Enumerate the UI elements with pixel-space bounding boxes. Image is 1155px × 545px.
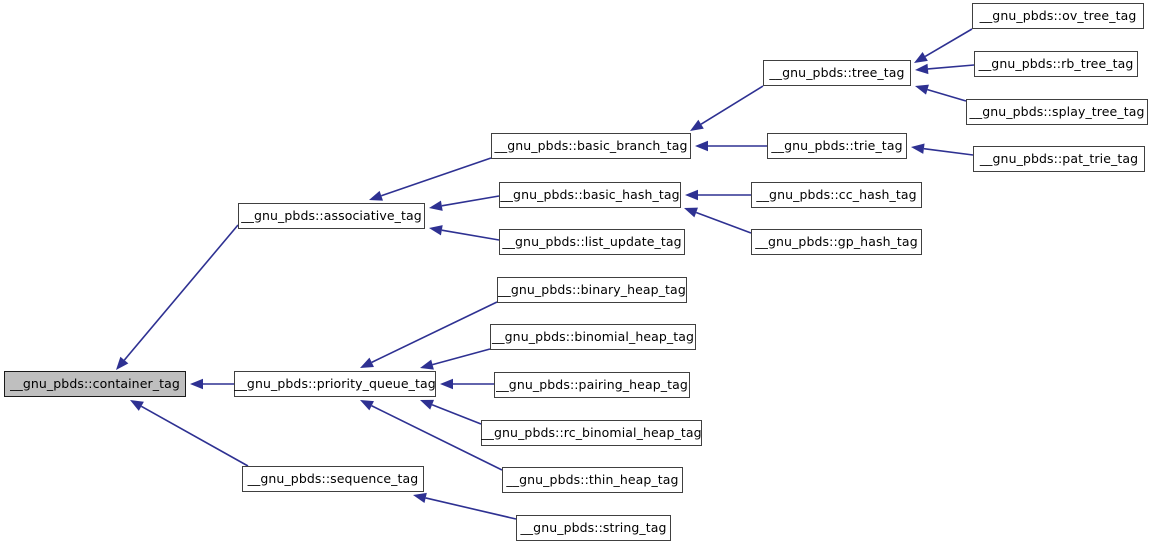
edge-arrowhead-icon <box>685 189 698 201</box>
class-node-label: __gnu_pbds::basic_branch_tag <box>494 137 688 153</box>
edge-arrowhead-icon <box>360 357 374 368</box>
edge-arrowhead-icon <box>130 400 144 411</box>
inheritance-edge <box>684 207 752 234</box>
inheritance-edge <box>420 399 482 425</box>
edge-line <box>441 195 500 207</box>
class-node-binary_heap_tag[interactable]: __gnu_pbds::binary_heap_tag <box>497 277 687 303</box>
class-node-ov_tree_tag[interactable]: __gnu_pbds::ov_tree_tag <box>972 3 1144 29</box>
class-node-thin_heap_tag[interactable]: __gnu_pbds::thin_heap_tag <box>502 467 683 493</box>
class-node-label: __gnu_pbds::rb_tree_tag <box>978 55 1134 71</box>
edge-arrowhead-icon <box>911 143 925 154</box>
class-node-label: __gnu_pbds::rc_binomial_heap_tag <box>481 424 702 440</box>
edge-line <box>425 497 517 520</box>
class-node-label: __gnu_pbds::binomial_heap_tag <box>491 328 695 344</box>
inheritance-edge <box>911 143 974 156</box>
class-node-list_update_tag[interactable]: __gnu_pbds::list_update_tag <box>499 229 685 255</box>
class-node-pairing_heap_tag[interactable]: __gnu_pbds::pairing_heap_tag <box>494 372 690 398</box>
edge-arrowhead-icon <box>914 51 928 63</box>
class-node-label: __gnu_pbds::pairing_heap_tag <box>496 376 688 392</box>
inheritance-edge <box>914 28 973 63</box>
class-node-label: __gnu_pbds::list_update_tag <box>502 233 682 249</box>
inheritance-edge <box>130 400 249 467</box>
class-node-gp_hash_tag[interactable]: __gnu_pbds::gp_hash_tag <box>751 229 922 255</box>
inheritance-edge <box>369 157 492 201</box>
class-node-priority_queue_tag[interactable]: __gnu_pbds::priority_queue_tag <box>234 371 436 397</box>
class-node-trie_tag[interactable]: __gnu_pbds::trie_tag <box>767 133 907 159</box>
edge-arrowhead-icon <box>695 140 708 152</box>
class-node-pat_trie_tag[interactable]: __gnu_pbds::pat_trie_tag <box>973 146 1145 172</box>
edge-arrowhead-icon <box>429 200 443 211</box>
edge-line <box>371 301 498 364</box>
class-node-associative_tag[interactable]: __gnu_pbds::associative_tag <box>238 203 425 229</box>
class-node-label: __gnu_pbds::associative_tag <box>241 207 422 223</box>
edge-arrowhead-icon <box>413 492 427 504</box>
class-node-rb_tree_tag[interactable]: __gnu_pbds::rb_tree_tag <box>974 51 1138 77</box>
class-node-label: __gnu_pbds::basic_hash_tag <box>500 186 680 202</box>
class-node-label: __gnu_pbds::gp_hash_tag <box>755 233 918 249</box>
edge-arrowhead-icon <box>915 63 929 75</box>
class-node-label: __gnu_pbds::trie_tag <box>771 137 903 153</box>
edge-arrowhead-icon <box>420 399 435 410</box>
class-node-binomial_heap_tag[interactable]: __gnu_pbds::binomial_heap_tag <box>490 324 696 350</box>
class-node-label: __gnu_pbds::thin_heap_tag <box>506 471 679 487</box>
edge-arrowhead-icon <box>190 378 203 390</box>
edge-line <box>431 404 482 425</box>
class-node-label: __gnu_pbds::sequence_tag <box>247 470 419 486</box>
inheritance-edge <box>413 492 517 520</box>
inheritance-edge <box>690 85 764 131</box>
edge-line <box>140 405 249 467</box>
edge-line <box>695 211 752 234</box>
class-node-label: __gnu_pbds::ov_tree_tag <box>979 7 1137 23</box>
edge-arrowhead-icon <box>440 378 453 390</box>
edge-arrowhead-icon <box>429 225 443 236</box>
inheritance-edge <box>420 348 491 370</box>
class-node-basic_hash_tag[interactable]: __gnu_pbds::basic_hash_tag <box>499 182 681 208</box>
class-node-label: __gnu_pbds::container_tag <box>10 375 180 391</box>
inheritance-edge <box>429 195 500 211</box>
class-node-label: __gnu_pbds::cc_hash_tag <box>756 186 917 202</box>
inheritance-edge <box>695 140 767 152</box>
edge-line <box>441 229 500 241</box>
class-node-label: __gnu_pbds::splay_tree_tag <box>969 103 1145 119</box>
edge-line <box>924 28 973 58</box>
edge-line <box>923 147 974 156</box>
edge-arrowhead-icon <box>420 359 434 370</box>
edge-line <box>700 85 764 125</box>
inheritance-edge <box>440 378 494 390</box>
class-node-label: __gnu_pbds::string_tag <box>520 519 667 535</box>
class-node-container_tag: __gnu_pbds::container_tag <box>4 371 186 397</box>
edge-arrowhead-icon <box>915 84 929 95</box>
edge-arrowhead-icon <box>690 119 704 131</box>
class-node-label: __gnu_pbds::priority_queue_tag <box>234 375 436 391</box>
inheritance-edge <box>429 225 500 241</box>
edge-arrowhead-icon <box>116 356 129 370</box>
inheritance-edge <box>360 301 498 368</box>
edge-line <box>927 88 967 102</box>
class-node-string_tag[interactable]: __gnu_pbds::string_tag <box>516 515 671 541</box>
class-node-cc_hash_tag[interactable]: __gnu_pbds::cc_hash_tag <box>751 182 922 208</box>
class-node-basic_branch_tag[interactable]: __gnu_pbds::basic_branch_tag <box>491 133 691 159</box>
edge-line <box>123 224 239 361</box>
edge-arrowhead-icon <box>684 207 698 218</box>
edge-line <box>927 64 975 70</box>
class-node-label: __gnu_pbds::tree_tag <box>769 64 905 80</box>
inheritance-edge <box>685 189 751 201</box>
class-node-label: __gnu_pbds::binary_heap_tag <box>498 281 686 297</box>
class-node-sequence_tag[interactable]: __gnu_pbds::sequence_tag <box>242 466 424 492</box>
class-node-label: __gnu_pbds::pat_trie_tag <box>979 150 1139 166</box>
edge-arrowhead-icon <box>360 400 374 411</box>
class-node-tree_tag[interactable]: __gnu_pbds::tree_tag <box>763 60 911 86</box>
inheritance-edge <box>116 224 239 370</box>
edge-line <box>381 157 492 197</box>
class-node-splay_tree_tag[interactable]: __gnu_pbds::splay_tree_tag <box>966 99 1148 125</box>
edge-arrowhead-icon <box>369 190 383 201</box>
inheritance-edge <box>915 63 975 75</box>
edge-line <box>432 348 491 366</box>
class-node-rc_binomial_heap_tag[interactable]: __gnu_pbds::rc_binomial_heap_tag <box>481 420 702 446</box>
inheritance-edge <box>915 84 967 102</box>
